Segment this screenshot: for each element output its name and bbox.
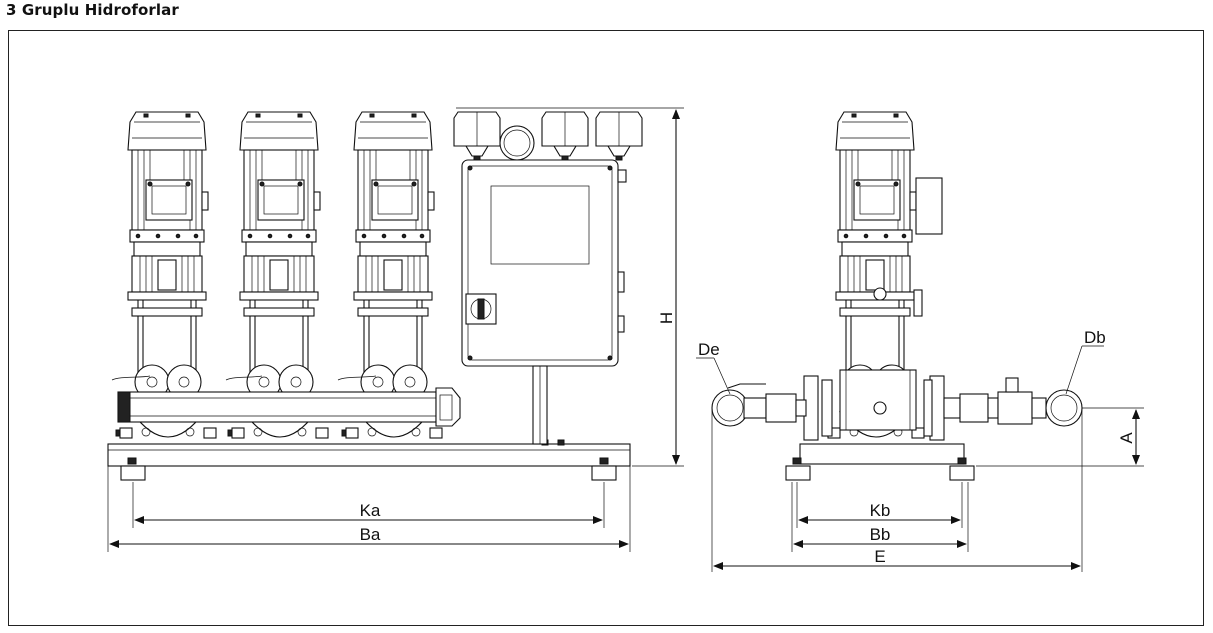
dimension-h: H (456, 107, 684, 467)
suction-collector (711, 389, 749, 427)
dim-label-e: E (874, 547, 885, 566)
dim-label-db: Db (1084, 328, 1106, 347)
pressure-switch (453, 111, 501, 161)
dim-label-ka: Ka (360, 501, 381, 520)
dimension-ba: Ba (107, 466, 631, 552)
pressure-gauge (499, 125, 535, 161)
discharge-collector (1045, 389, 1083, 427)
dim-label-h: H (657, 312, 676, 324)
ball-valve-right (997, 391, 1033, 425)
dim-label-a: A (1117, 432, 1136, 444)
label-db: Db (1065, 328, 1106, 395)
ball-valve-left (765, 393, 797, 423)
control-panel (461, 159, 619, 367)
dim-label-de: De (698, 340, 720, 359)
label-de: De (696, 340, 731, 395)
dimension-bb: Bb (791, 482, 969, 552)
dimension-a: A (976, 407, 1144, 467)
drawing-frame (8, 30, 1204, 626)
pump-1 (119, 111, 217, 439)
base-side (799, 443, 965, 465)
dimension-e: E (711, 408, 1083, 572)
dim-label-bb: Bb (870, 525, 891, 544)
base-plate (107, 443, 631, 467)
page-title: 3 Gruplu Hidroforlar (6, 1, 179, 19)
dimension-kb: Kb (796, 482, 963, 528)
pressure-switch (595, 111, 643, 161)
manifold-cap (435, 387, 461, 427)
foot (591, 465, 617, 481)
manifold (117, 391, 437, 423)
foot (120, 465, 146, 481)
dim-label-kb: Kb (870, 501, 891, 520)
manifold-end-cap (117, 391, 131, 423)
pressure-switch (541, 111, 589, 161)
pump-3 (345, 111, 443, 439)
dim-label-ba: Ba (360, 525, 381, 544)
terminal-box-side (915, 177, 943, 235)
dimension-ka: Ka (132, 482, 605, 528)
check-valve (959, 393, 989, 423)
side-view (711, 111, 1083, 481)
pump-2 (231, 111, 329, 439)
front-view (107, 111, 643, 481)
